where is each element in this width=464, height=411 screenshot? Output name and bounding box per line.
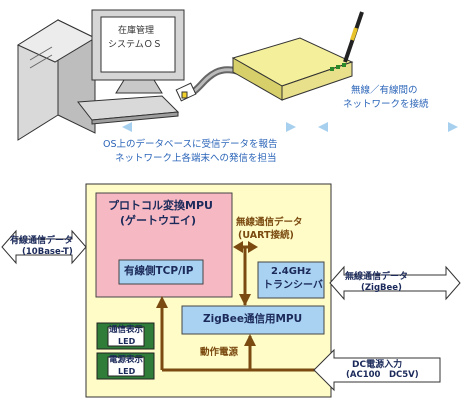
computer-illustration	[16, 9, 185, 141]
power-led-label-1: 電源表示	[109, 355, 144, 365]
dc-input-arrow	[313, 348, 441, 392]
gateway-device	[231, 37, 354, 101]
transceiver-label-2: トランシーバ	[263, 280, 323, 291]
comm-led-label-2: LED	[118, 337, 136, 346]
zigbee-mpu-label: ZigBee通信用MPU	[203, 313, 303, 325]
lan-connector	[175, 82, 197, 102]
power-led-label-2: LED	[118, 367, 136, 376]
wired-data-arrow	[1, 229, 87, 265]
zigbee-data-arrow	[329, 265, 461, 301]
os-report-caption-2: ネットワーク上各端末への発信を担当	[115, 153, 277, 164]
wireless-data-label-2: (UART接続)	[238, 230, 294, 241]
protocol-mpu-title-2: (ゲートウエイ)	[120, 214, 197, 227]
comm-led-label-1: 通信表示	[109, 325, 144, 335]
zigbee-data-arrow-label-2: (ZigBee)	[361, 283, 402, 293]
wired-tcp-box	[118, 259, 204, 285]
zigbee-data-arrow-label-1: 無線通信データ	[345, 272, 409, 282]
dc-input-label-1: DC電源入力	[352, 360, 403, 370]
os-report-caption-1: OS上のデータベースに受信データを報告	[103, 139, 278, 150]
power-supply-label: 動作電源	[200, 347, 239, 358]
network-connect-caption-2: ネットワークを接続	[343, 99, 429, 110]
screen-text-line2: システムＯＳ	[108, 40, 162, 50]
wired-data-arrow-label-2: (10Base-T)	[22, 247, 73, 257]
double-arrow-left	[122, 122, 296, 132]
antenna	[343, 11, 364, 63]
double-arrow-right	[318, 122, 458, 132]
wireless-data-label-1: 無線通信データ	[236, 217, 303, 228]
wired-tcp-label: 有線側TCP/IP	[124, 265, 194, 277]
transceiver-box	[257, 261, 325, 299]
dc-input-label-2: (AC100 DC5V)	[346, 370, 419, 380]
network-connect-caption-1: 無線／有線間の	[351, 85, 418, 96]
screen-text-line1: 在庫管理	[118, 26, 155, 36]
protocol-mpu-title-1: プロトコル変換MPU	[108, 199, 213, 212]
wired-data-arrow-label-1: 有線通信データ	[10, 236, 74, 246]
zigbee-mpu-box	[181, 305, 325, 335]
transceiver-label-1: 2.4GHz	[271, 266, 312, 277]
